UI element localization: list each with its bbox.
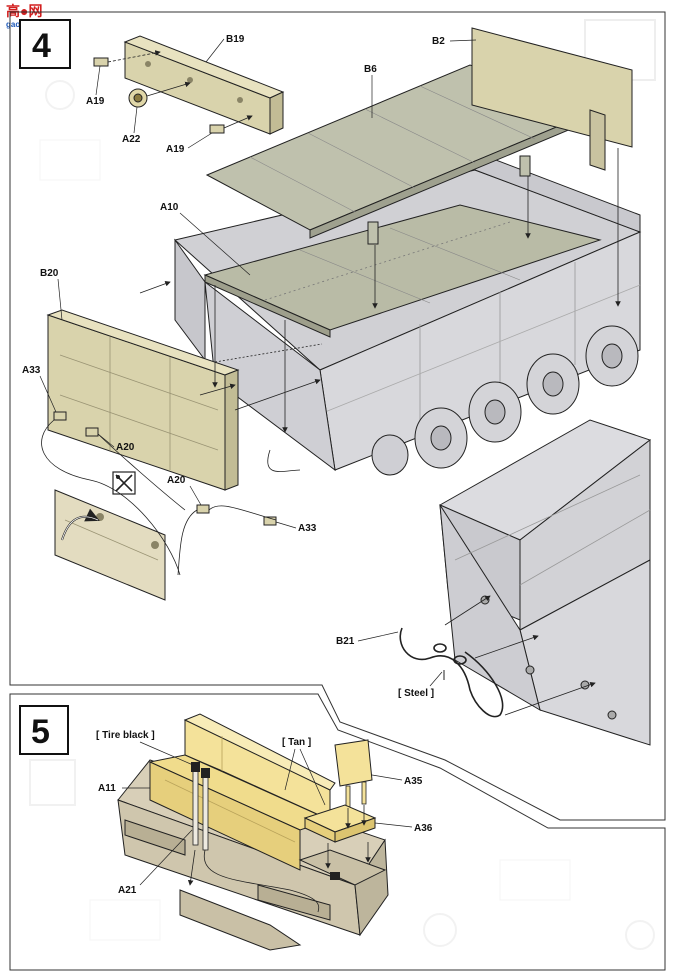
step5-number: 5	[31, 713, 50, 751]
part-a33-right	[263, 516, 277, 526]
label-a20-right: A20	[167, 475, 186, 486]
tailgate-inset	[54, 489, 166, 601]
label-tan: [ Tan ]	[282, 737, 311, 748]
label-a19-bottom: A19	[166, 144, 185, 155]
label-a10: A10	[160, 202, 179, 213]
label-a11: A11	[98, 783, 116, 794]
truck-body	[173, 151, 642, 472]
label-a33-left: A33	[22, 365, 41, 376]
leader-arrows-step4	[139, 148, 621, 433]
rotate-arrow-icon	[61, 508, 100, 541]
wheels	[371, 325, 639, 476]
label-a21: A21	[118, 885, 137, 896]
label-b19: B19	[226, 34, 245, 45]
seat-box	[298, 849, 387, 886]
label-steel: [ Steel ]	[398, 688, 434, 699]
label-a20-left: A20	[116, 442, 135, 453]
step4-number: 4	[32, 27, 51, 65]
step5-labels: [ Tire black ] [ Tan ] A11 A35 A36 A21	[96, 730, 433, 896]
step5-number-box	[19, 705, 69, 755]
part-b19	[123, 35, 285, 135]
label-a33-right: A33	[298, 523, 317, 534]
label-a35: A35	[404, 776, 423, 787]
step4-frame	[9, 11, 666, 821]
part-a20-left	[85, 427, 99, 437]
label-b6: B6	[364, 64, 377, 75]
bench-seat	[148, 713, 336, 871]
truck-bed-inset	[438, 419, 652, 746]
label-tire-black: [ Tire black ]	[96, 730, 155, 741]
step4-number-box	[19, 19, 71, 69]
part-b21	[399, 627, 504, 718]
label-a36: A36	[414, 823, 433, 834]
leader-arrows-step5	[187, 805, 371, 913]
part-a22	[128, 88, 148, 108]
label-a19-top: A19	[86, 96, 105, 107]
part-a21	[191, 762, 210, 851]
part-b20	[46, 309, 240, 491]
leader-arrows-inset	[444, 595, 596, 716]
assembly-lines	[41, 419, 301, 576]
label-b21: B21	[336, 636, 355, 647]
cutter-icon	[112, 471, 136, 495]
label-a22: A22	[122, 134, 141, 145]
step5-frame	[9, 693, 666, 971]
part-a20-right	[196, 504, 210, 514]
step4-labels: B19 B2 B6 A19 A22 A19 A10 B20 A33 A20 A2…	[22, 34, 477, 699]
part-b2	[471, 27, 633, 171]
part-a35	[334, 739, 373, 809]
watermark-text: 高●网	[6, 3, 42, 19]
part-a19-top	[93, 57, 109, 67]
part-a33-left	[53, 411, 67, 421]
part-a19-bottom	[209, 124, 225, 134]
label-b2: B2	[432, 36, 445, 47]
label-b20: B20	[40, 268, 59, 279]
